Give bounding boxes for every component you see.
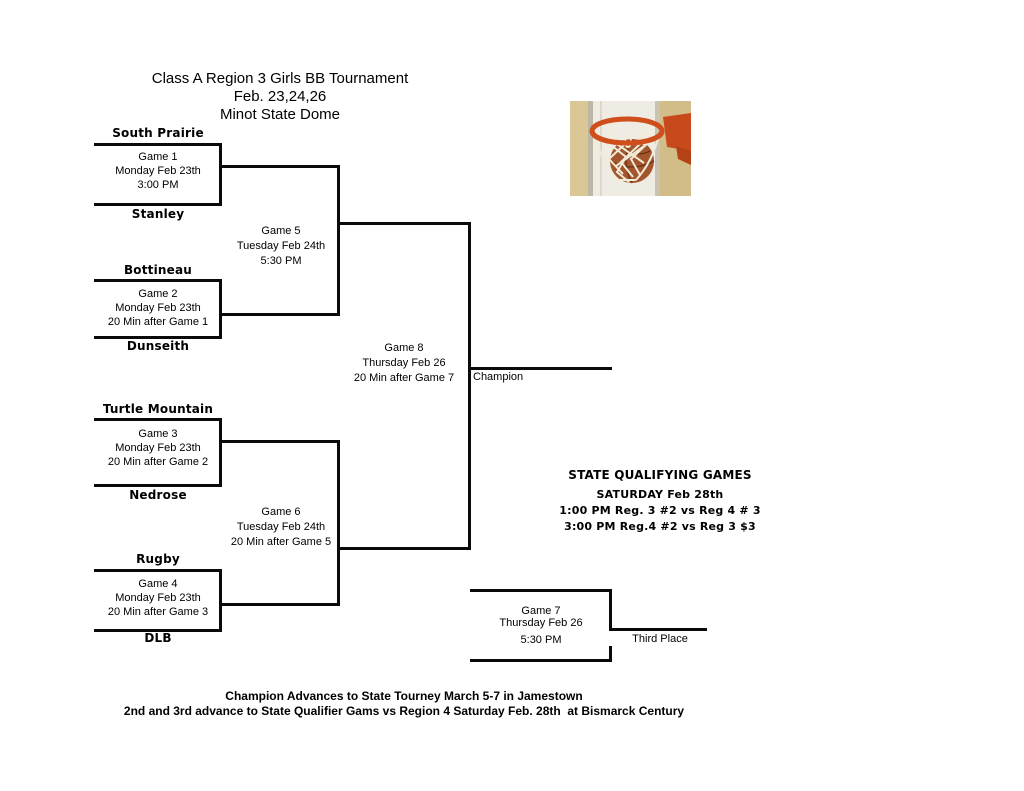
bracket-line-game2-top — [94, 279, 222, 282]
bracket-line-champion — [470, 367, 612, 370]
photo-backboard-edge-right — [655, 101, 660, 196]
game-7-date: Thursday Feb 26 — [499, 617, 583, 629]
photo-backboard-trim — [600, 101, 602, 196]
footer-line-1: Champion Advances to State Tourney March… — [225, 689, 583, 703]
game-8-info: Game 8 Thursday Feb 26 20 Min after Game… — [334, 341, 474, 386]
bracket-line-game7-right — [609, 589, 612, 631]
page-title: Class A Region 3 Girls BB Tournament Feb… — [80, 70, 480, 124]
bracket-line-final-vertical — [468, 222, 471, 550]
team-label-nedrose: Nedrose — [129, 488, 187, 502]
bracket-line-game2-right — [219, 279, 222, 339]
bracket-line-game4-right — [219, 569, 222, 632]
game-7-info: Game 7 Thursday Feb 26 5:30 PM — [471, 605, 611, 646]
team-label-rugby: Rugby — [136, 552, 180, 566]
game-2-time: 20 Min after Game 1 — [107, 316, 209, 328]
game-2-name: Game 2 — [138, 288, 178, 300]
third-place-label: Third Place — [632, 633, 688, 645]
bracket-line-game2-connector — [222, 313, 340, 316]
team-label-dunseith: Dunseith — [126, 339, 190, 353]
bracket-line-game3-connector — [222, 440, 340, 443]
team-label-stanley: Stanley — [131, 207, 185, 221]
game-1-time: 3:00 PM — [137, 179, 179, 191]
bracket-line-game6-out — [340, 547, 471, 550]
game-1-info: Game 1 Monday Feb 23th 3:00 PM — [94, 150, 222, 192]
bracket-line-game1-connector — [222, 165, 340, 168]
bracket-line-game7-bottom — [470, 659, 612, 662]
game-3-info: Game 3 Monday Feb 23th 20 Min after Game… — [94, 427, 222, 469]
bracket-line-third-place — [612, 628, 707, 631]
game-4-date: Monday Feb 23th — [115, 592, 201, 604]
game-6-info: Game 6 Tuesday Feb 24th 20 Min after Gam… — [211, 505, 351, 550]
bracket-line-game4-connector — [222, 603, 340, 606]
footer-line-2: 2nd and 3rd advance to State Qualifier G… — [123, 704, 685, 718]
game-4-info: Game 4 Monday Feb 23th 20 Min after Game… — [94, 577, 222, 619]
bracket-line-game4-bottom — [94, 629, 222, 632]
game-4-time: 20 Min after Game 3 — [107, 606, 209, 618]
bracket-line-game6-vertical — [337, 440, 340, 606]
basketball-hoop-photo — [570, 101, 691, 196]
title-line-2: Feb. 23,24,26 — [233, 88, 327, 105]
game-3-name: Game 3 — [138, 428, 178, 440]
game-3-date: Monday Feb 23th — [115, 442, 201, 454]
bracket-line-game7-top — [470, 589, 612, 592]
qualifying-matchup-2: 3:00 PM Reg.4 #2 vs Reg 3 $3 — [564, 520, 756, 533]
qualifying-matchup-1: 1:00 PM Reg. 3 #2 vs Reg 4 # 3 — [559, 504, 761, 517]
champion-label: Champion — [473, 371, 524, 383]
game-2-date: Monday Feb 23th — [115, 302, 201, 314]
game-4-name: Game 4 — [138, 578, 178, 590]
team-label-south-prairie: South Prairie — [112, 126, 204, 140]
game-5-name: Game 5 — [261, 225, 301, 237]
bracket-line-game3-top — [94, 418, 222, 421]
bracket-line-game1-bottom — [94, 203, 222, 206]
bracket-line-game1-top — [94, 143, 222, 146]
photo-rim-mount-lower — [676, 146, 691, 165]
game-7-name: Game 7 — [521, 605, 561, 617]
photo-backboard-edge-left — [588, 101, 593, 196]
game-2-info: Game 2 Monday Feb 23th 20 Min after Game… — [94, 287, 222, 329]
bracket-line-game5-out — [340, 222, 471, 225]
game-8-time: 20 Min after Game 7 — [353, 372, 455, 384]
photo-rim-mount — [663, 113, 691, 151]
bracket-line-game7-stub — [609, 646, 612, 662]
bracket-line-game3-right — [219, 418, 222, 487]
bracket-line-game1-right — [219, 143, 222, 206]
game-8-date: Thursday Feb 26 — [362, 357, 446, 369]
game-8-name: Game 8 — [384, 342, 424, 354]
photo-net — [594, 131, 660, 183]
bracket-line-game5-vertical — [337, 165, 340, 316]
bracket-line-game4-top — [94, 569, 222, 572]
game-7-time: 5:30 PM — [520, 634, 562, 646]
game-6-date: Tuesday Feb 24th — [236, 521, 326, 533]
title-line-1: Class A Region 3 Girls BB Tournament — [151, 70, 409, 87]
game-6-time: 20 Min after Game 5 — [230, 536, 332, 548]
team-label-dlb: DLB — [144, 631, 172, 645]
team-label-turtle-mountain: Turtle Mountain — [102, 402, 214, 416]
photo-rim-front — [589, 130, 665, 146]
game-6-name: Game 6 — [261, 506, 301, 518]
game-1-name: Game 1 — [138, 151, 178, 163]
game-1-date: Monday Feb 23th — [115, 165, 201, 177]
bracket-line-game2-bottom — [94, 336, 222, 339]
title-line-3: Minot State Dome — [219, 106, 341, 123]
game-5-date: Tuesday Feb 24th — [236, 240, 326, 252]
game-3-time: 20 Min after Game 2 — [107, 456, 209, 468]
bracket-line-game3-bottom — [94, 484, 222, 487]
qualifying-date: SATURDAY Feb 28th — [596, 488, 724, 501]
game-5-info: Game 5 Tuesday Feb 24th 5:30 PM — [211, 224, 351, 269]
qualifying-heading: STATE QUALIFYING GAMES — [568, 468, 752, 482]
game-5-time: 5:30 PM — [260, 255, 302, 267]
team-label-bottineau: Bottineau — [123, 263, 193, 277]
